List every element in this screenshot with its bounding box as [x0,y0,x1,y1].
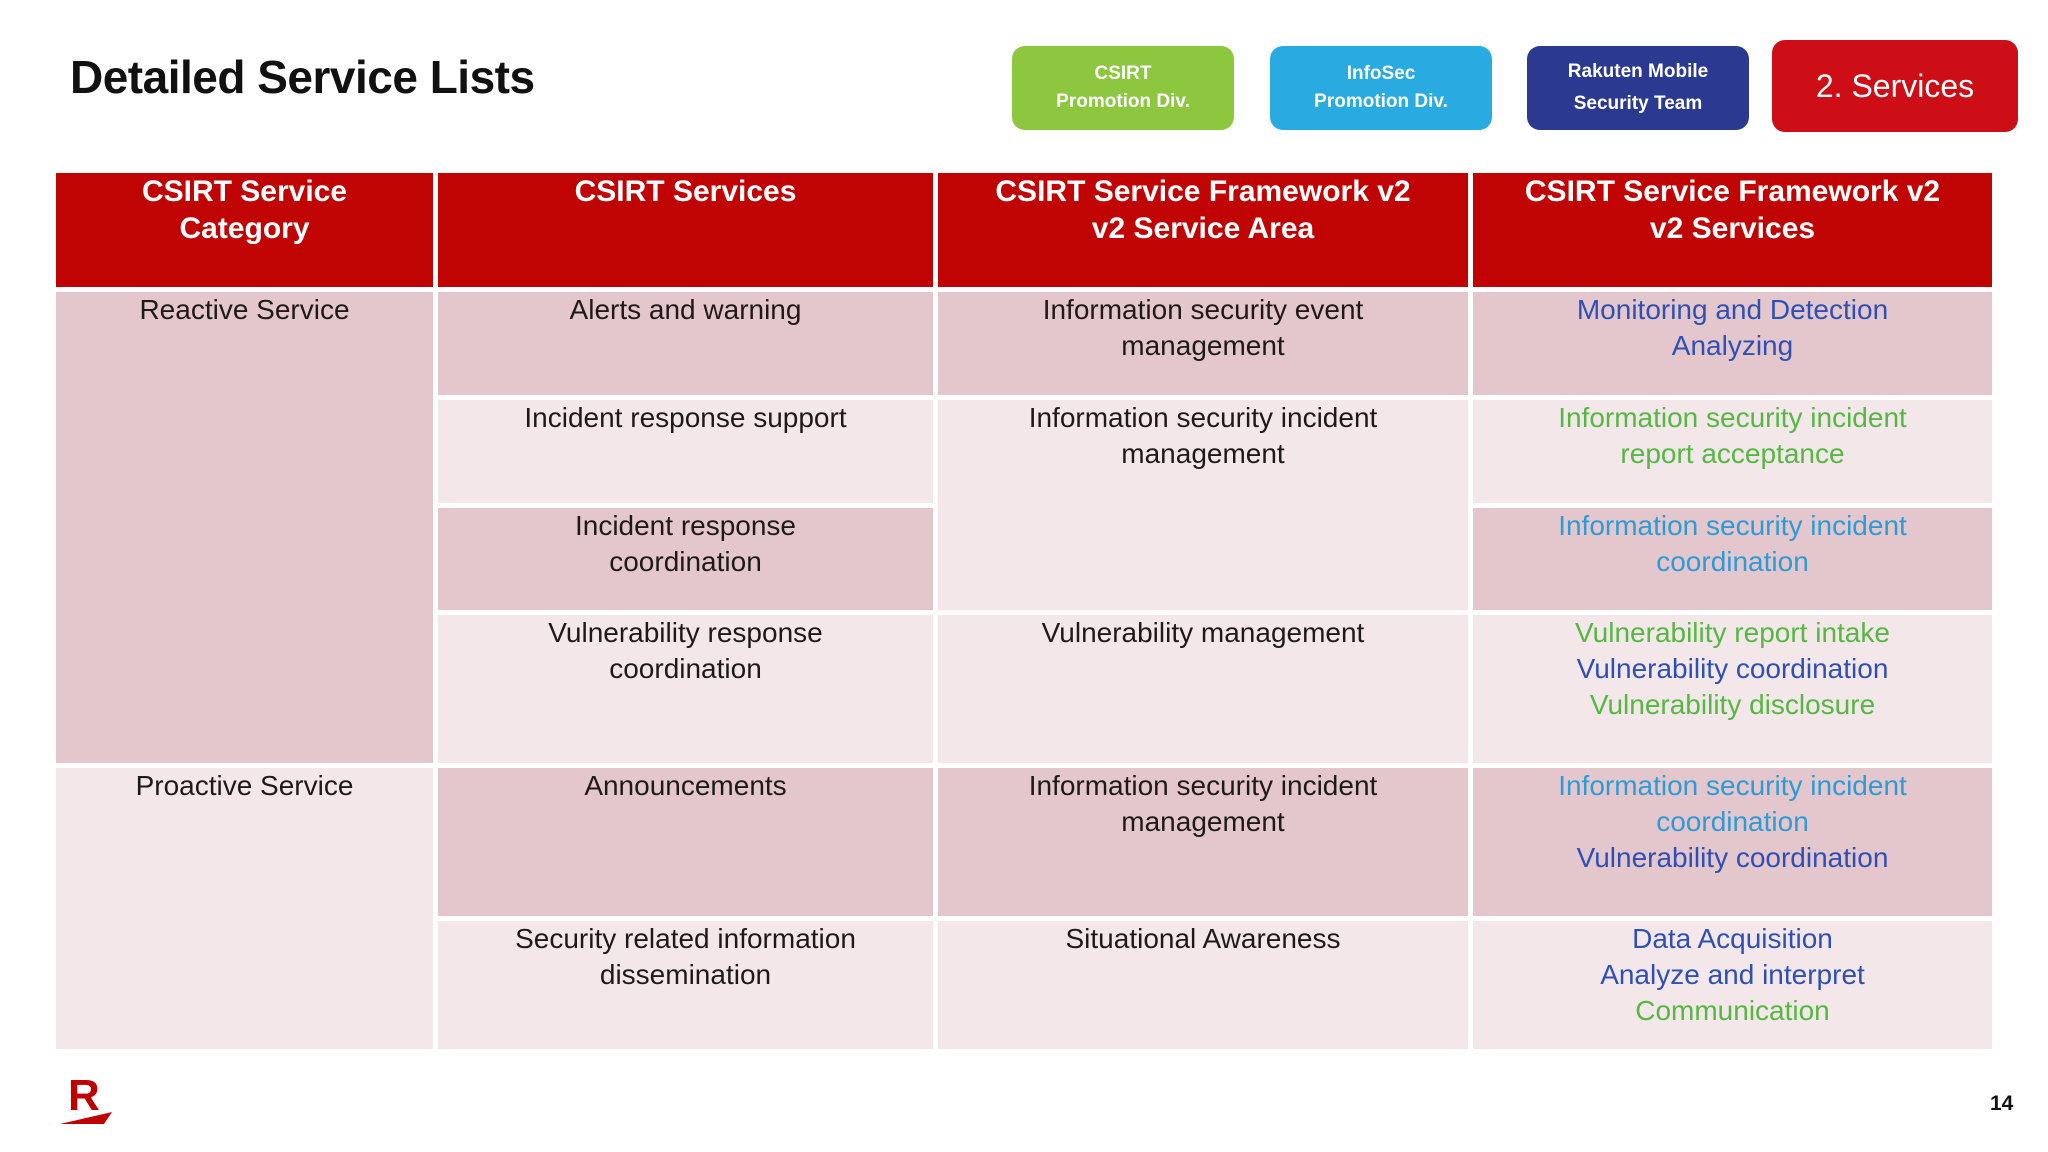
cell-text: Vulnerability management [1041,617,1365,648]
rakuten-logo-letter: R [68,1072,100,1120]
cell-text: management [1121,806,1285,837]
service-table: CSIRT Service Category CSIRT Services CS… [51,168,1997,1054]
cell-category-reactive: Reactive Service [56,292,433,763]
cell-text: Information security event [1042,294,1364,325]
cell-area: Information security incident management [938,400,1468,610]
cell-text: Information security incident [1028,402,1378,433]
table-row: Reactive Service Alerts and warning Info… [56,292,1992,763]
header-line: CSIRT Service Framework v2 [995,175,1411,208]
header-line: Category [179,212,310,245]
cell-service: Announcements [438,768,933,916]
header-line: CSIRT Service Framework v2 [1524,175,1941,208]
cell-category-proactive: Proactive Service [56,768,433,1049]
badge-section-services: 2. Services [1772,40,2018,132]
table-row: Vulnerability response coordination Vuln… [56,615,1992,763]
header-line: CSIRT Services [574,175,797,208]
cell-text: Situational Awareness [1065,923,1341,954]
cell-text: Incident response [574,510,797,541]
table-row: Incident response support Information se… [56,400,1992,610]
cell-text: Alerts and warning [569,294,802,325]
table-row: Proactive Service Announcements Informat… [56,768,1992,1049]
header-csirt-services: CSIRT Services [438,173,933,287]
cell-area: Vulnerability management [938,615,1468,763]
header-framework-services: CSIRT Service Framework v2 v2 Services [1473,173,1992,287]
cell-text: Vulnerability disclosure [1589,689,1876,720]
cell-text: Vulnerability coordination [1576,842,1889,873]
cell-service: Alerts and warning [438,292,933,395]
cell-text: Proactive Service [135,770,354,801]
page-number: 14 [1990,1092,2014,1115]
cell-service: Security related information disseminati… [438,921,933,1049]
cell-framework: Data Acquisition Analyze and interpret C… [1473,921,1992,1049]
header-csirt-service-category: CSIRT Service Category [56,173,433,287]
cell-text: Information security incident [1558,510,1907,541]
cell-text: management [1121,330,1285,361]
table-row: Incident response coordination Informati… [56,508,1992,610]
badge-label: Rakuten Mobile [1567,61,1709,82]
badge-infosec-promotion-div: InfoSec Promotion Div. [1270,46,1492,130]
cell-text: Monitoring and Detection [1576,294,1889,325]
cell-framework: Information security incident coordinati… [1473,768,1992,916]
cell-service: Incident response support [438,400,933,503]
cell-text: coordination [609,653,762,684]
cell-text: Analyzing [1671,330,1794,361]
header-line: v2 Service Area [1091,212,1315,245]
cell-text: report acceptance [1620,438,1845,469]
header-line: v2 Services [1649,212,1816,245]
table-header-row: CSIRT Service Category CSIRT Services CS… [56,173,1992,287]
page-title: Detailed Service Lists [70,51,535,103]
badge-label: CSIRT [1094,63,1152,84]
header-line: CSIRT Service [141,175,348,208]
badge-label: InfoSec [1346,63,1416,84]
cell-area: Information security incident management [938,768,1468,916]
cell-text: Information security incident [1558,770,1907,801]
cell-framework: Information security incident coordinati… [1473,508,1992,610]
badge-rakuten-mobile-security-team: Rakuten Mobile Security Team [1527,46,1749,130]
header-framework-service-area: CSIRT Service Framework v2 v2 Service Ar… [938,173,1468,287]
cell-text: Information security incident [1028,770,1378,801]
cell-text: Data Acquisition [1632,923,1833,954]
rakuten-logo-swoosh [60,1112,112,1124]
cell-text: coordination [1656,546,1809,577]
badge-csirt-promotion-div: CSIRT Promotion Div. [1012,46,1234,130]
cell-text: management [1121,438,1285,469]
cell-text: Information security incident [1558,402,1907,433]
badge-label: Security Team [1573,93,1703,114]
badge-label: 2. Services [1815,68,1975,104]
rakuten-logo: R [58,1071,116,1133]
cell-area: Information security event management [938,292,1468,395]
cell-text: Vulnerability report intake [1575,617,1890,648]
cell-text: Vulnerability response [548,617,823,648]
cell-text: dissemination [599,959,772,990]
cell-text: Security related information [515,923,856,954]
cell-area: Situational Awareness [938,921,1468,1049]
cell-text: Incident response support [524,402,847,433]
badge-label: Promotion Div. [1314,91,1448,112]
cell-framework: Vulnerability report intake Vulnerabilit… [1473,615,1992,763]
cell-framework: Monitoring and Detection Analyzing [1473,292,1992,395]
cell-text: Communication [1635,995,1830,1026]
rakuten-logo-icon: R [60,1071,112,1124]
cell-text: Reactive Service [139,294,350,325]
cell-text: coordination [1656,806,1809,837]
cell-text: Vulnerability coordination [1576,653,1889,684]
cell-service: Incident response coordination [438,508,933,610]
badge-label: Promotion Div. [1056,91,1190,112]
cell-text: coordination [609,546,762,577]
table-row: Security related information disseminati… [56,921,1992,1049]
cell-framework: Information security incident report acc… [1473,400,1992,503]
cell-service: Vulnerability response coordination [438,615,933,763]
cell-text: Announcements [584,770,787,801]
cell-text: Analyze and interpret [1600,959,1865,990]
